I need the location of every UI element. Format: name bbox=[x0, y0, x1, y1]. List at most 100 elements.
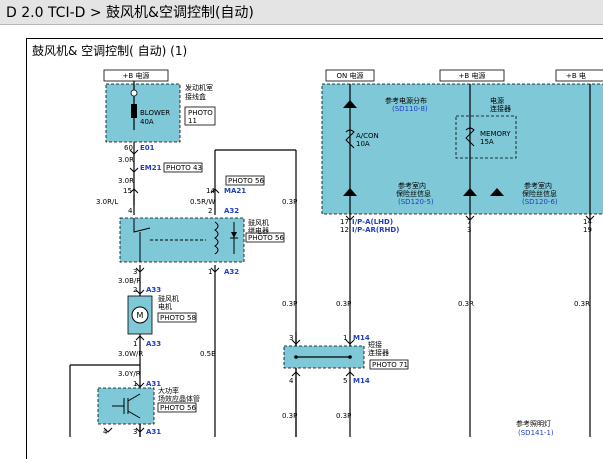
connector-ma21: MA21 bbox=[224, 187, 246, 195]
wire-labels: 3.0R 3.0R 3.0R/L 0.5R/W 0.3P 3.0B/R 3.0W… bbox=[96, 156, 590, 420]
connector-m14: M14 bbox=[353, 334, 370, 342]
fuse-box-label-1: 发动机室 bbox=[185, 83, 213, 92]
pin: 1 bbox=[343, 334, 347, 342]
wire-label: 3.0R/L bbox=[96, 198, 118, 206]
pin: 4 bbox=[289, 377, 294, 385]
interior-junction-box: A/CON 10A 参考电源分布 (SD110-8) MEMORY 15A 电源… bbox=[321, 83, 603, 215]
photo-ref: PHOTO 43 bbox=[166, 164, 202, 172]
connector-ipa-rhd: I/P-AR(RHD) bbox=[352, 226, 399, 234]
ref-fuse2: 参考室内 bbox=[524, 181, 552, 190]
connector-a33: A33 bbox=[146, 286, 161, 294]
connector-ipa-lhd: I/P-A(LHD) bbox=[352, 218, 393, 226]
pin: 2 bbox=[133, 286, 137, 294]
photo-ref: PHOTO 56 bbox=[248, 234, 284, 242]
junction-box-body bbox=[321, 83, 603, 215]
power-labels: +B 电源 ON 电源 +B 电源 +B 电 bbox=[103, 69, 603, 82]
photo-number: 11 bbox=[188, 117, 197, 125]
short-connector: 短接 连接器 bbox=[283, 84, 389, 437]
wire-label: 0.3P bbox=[282, 198, 297, 206]
right-wires bbox=[345, 214, 595, 437]
photo-refs: PHOTO 43 PHOTO 56 PHOTO 56 PHOTO 58 PHOT… bbox=[157, 162, 409, 413]
pin: 14 bbox=[206, 187, 215, 195]
connector-a32: A32 bbox=[224, 207, 239, 215]
arrow-up-icon bbox=[463, 188, 477, 196]
pin: 3 bbox=[467, 226, 471, 234]
blower-motor: M 鼓风机 电机 bbox=[127, 294, 179, 335]
wire-label: 3.0B/R bbox=[118, 277, 141, 285]
pin: 1 bbox=[133, 340, 137, 348]
fuse-box-label-2: 接线盒 bbox=[185, 92, 206, 101]
fuse-mem-caption-2: 连接器 bbox=[490, 104, 511, 113]
power-label-box bbox=[439, 69, 505, 82]
pin: 17 bbox=[340, 218, 349, 226]
relay-switch-icon bbox=[133, 218, 151, 233]
power-label-box bbox=[325, 69, 375, 82]
transistor-label-1: 大功率 bbox=[158, 386, 179, 395]
motor-symbol: M bbox=[137, 311, 144, 320]
ref-light-label: 参考照明灯 bbox=[516, 419, 551, 428]
pin: 3 bbox=[133, 428, 137, 436]
fuse-name: BLOWER bbox=[140, 109, 170, 117]
wire-label: 3.0W/R bbox=[118, 350, 143, 358]
fuse-a-name: A/CON bbox=[356, 132, 379, 140]
wire-label: 3.0R bbox=[118, 177, 134, 185]
wire-label: 0.3P bbox=[282, 412, 297, 420]
wire-label: 0.3R bbox=[458, 300, 474, 308]
pin: 4 bbox=[128, 207, 133, 215]
wire-label: 0.3R bbox=[574, 300, 590, 308]
power-label-b2: +B 电源 bbox=[459, 71, 486, 80]
fuse-icon bbox=[131, 104, 137, 118]
pin: 15 bbox=[123, 187, 132, 195]
motor-label-1: 鼓风机 bbox=[158, 294, 179, 303]
pin: 19 bbox=[583, 226, 592, 234]
relay-coil-icon bbox=[214, 221, 219, 255]
short-connector-label-1: 短接 bbox=[368, 340, 382, 349]
wire-label: 3.0R bbox=[118, 156, 134, 164]
photo-ref: PHOTO 58 bbox=[160, 314, 196, 322]
photo-box bbox=[184, 106, 216, 126]
ref-fuse1b: 保险丝信息 bbox=[396, 189, 431, 198]
relay-label-2: 继电器 bbox=[248, 226, 269, 235]
pin: 1 bbox=[133, 380, 137, 388]
motor-icon bbox=[131, 306, 149, 324]
wiring-diagram: +B 电源 ON 电源 +B 电源 +B 电 BLOWER 40A 发动机室 接… bbox=[69, 69, 603, 437]
ref-fuse1: 参考室内 bbox=[398, 181, 426, 190]
wire-label: 0.3P bbox=[336, 412, 351, 420]
ref-fuse2-code: (SD120-6) bbox=[522, 198, 558, 206]
pin: 3 bbox=[133, 268, 137, 276]
connector-m14: M14 bbox=[353, 377, 370, 385]
ref-power: 参考电源分布 bbox=[385, 96, 427, 105]
fuse-a-rating: 10A bbox=[356, 140, 370, 148]
title-bar: D 2.0 TCI-D > 鼓风机&空调控制(自动) bbox=[0, 0, 603, 25]
power-label-box bbox=[555, 69, 603, 82]
wire-label: 0.5R/W bbox=[190, 198, 215, 206]
arrow-up-icon bbox=[343, 100, 357, 108]
connector-e01: E01 bbox=[140, 144, 155, 152]
connector-a31: A31 bbox=[146, 380, 161, 388]
connector-a31: A31 bbox=[146, 428, 161, 436]
connector-a32: A32 bbox=[224, 268, 239, 276]
connector-markers bbox=[103, 149, 220, 433]
wire-label: 0.3P bbox=[282, 300, 297, 308]
ref-fuse2b: 保险丝信息 bbox=[522, 189, 557, 198]
relay-label-1: 鼓风机 bbox=[248, 218, 269, 227]
pin: 1 bbox=[208, 268, 212, 276]
fuse-icon bbox=[345, 129, 355, 149]
fuse-box-body bbox=[105, 83, 181, 143]
arrow-up-icon bbox=[490, 188, 504, 196]
fuse-mem-rating: 15A bbox=[480, 138, 494, 146]
power-label-b3: +B 电 bbox=[566, 71, 586, 80]
ref-light: 参考照明灯 (SD141-1) bbox=[516, 419, 554, 437]
ref-power-code: (SD110-8) bbox=[392, 105, 428, 113]
pin: 3 bbox=[289, 334, 293, 342]
pin: 7 bbox=[467, 218, 471, 226]
pin: 12 bbox=[340, 226, 349, 234]
wire-label: 0.3P bbox=[336, 300, 351, 308]
power-label-b1: +B 电源 bbox=[123, 71, 150, 80]
breadcrumb: D 2.0 TCI-D > 鼓风机&空调控制(自动) bbox=[6, 5, 254, 21]
fuse-mem-name: MEMORY bbox=[480, 130, 511, 138]
pin: 4 bbox=[103, 428, 108, 436]
connector-em21: EM21 bbox=[140, 164, 162, 172]
engine-fuse-box: BLOWER 40A 发动机室 接线盒 PHOTO 11 bbox=[105, 81, 216, 143]
arrow-up-icon bbox=[343, 188, 357, 196]
